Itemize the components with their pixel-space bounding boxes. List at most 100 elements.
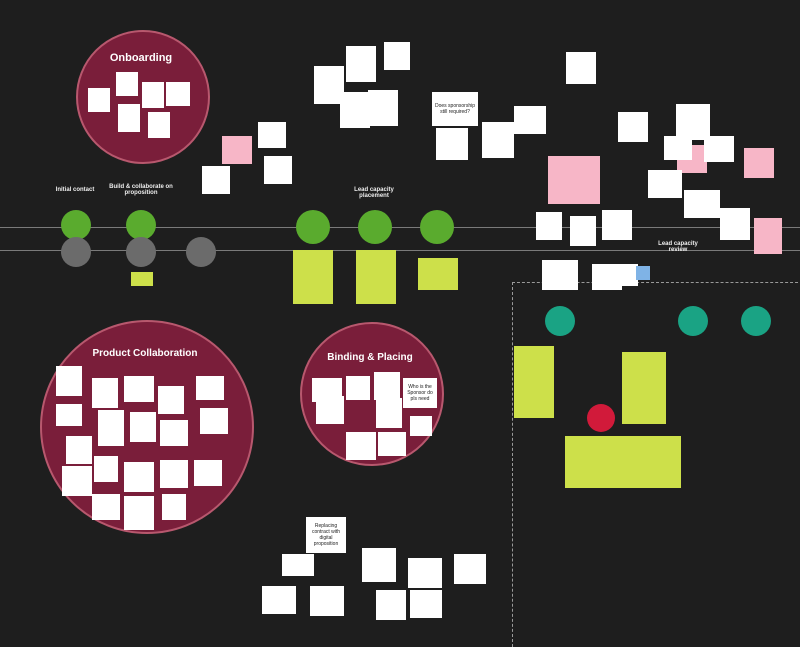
sticky-note — [131, 272, 153, 286]
timeline-node — [126, 237, 156, 267]
sticky-note — [376, 398, 402, 428]
sticky-note — [162, 494, 186, 520]
sticky-note — [362, 548, 396, 582]
timeline-node — [296, 210, 330, 244]
sticky-note — [570, 216, 596, 246]
sticky-note — [92, 494, 120, 520]
sticky-note — [124, 376, 154, 402]
sticky-note — [202, 166, 230, 194]
sticky-note — [148, 112, 170, 138]
onboarding-title: Onboarding — [109, 52, 173, 64]
sticky-note — [514, 346, 554, 418]
sticky-note — [744, 148, 774, 178]
sticky-note — [88, 88, 110, 112]
sticky-note — [340, 92, 370, 128]
sticky-note — [648, 170, 682, 198]
sticky-note — [684, 190, 720, 218]
sticky-note — [222, 136, 252, 164]
sticky-note — [602, 210, 632, 240]
sticky-note — [194, 460, 222, 486]
sticky-note — [436, 128, 468, 160]
sticky-note — [566, 52, 596, 84]
sticky-note — [116, 72, 138, 96]
sticky-note — [514, 106, 546, 134]
sticky-note — [376, 590, 406, 620]
timeline-line-bottom — [0, 250, 800, 251]
sticky-note — [258, 122, 286, 148]
sticky-note — [636, 266, 650, 280]
sticky-note — [316, 396, 344, 424]
sticky-note — [374, 372, 400, 400]
sticky-note — [410, 416, 432, 436]
timeline-node — [186, 237, 216, 267]
sticky-note — [62, 466, 92, 496]
review-area-border — [512, 282, 800, 647]
timeline-node — [61, 210, 91, 240]
timeline-node — [420, 210, 454, 244]
big-note: Replacing contract with digital proposit… — [306, 517, 346, 553]
sticky-note — [94, 456, 118, 482]
sticky-note — [98, 410, 124, 446]
product-collaboration-title: Product Collaboration — [92, 348, 198, 359]
sticky-note — [664, 136, 692, 160]
sticky-note — [418, 258, 458, 290]
sticky-note — [454, 554, 486, 584]
sticky-note — [196, 376, 224, 400]
sticky-note — [704, 136, 734, 162]
sticky-note — [618, 112, 648, 142]
stage-lead-capacity-placement: Lead capacity placement — [354, 187, 394, 199]
sticky-note — [200, 408, 228, 434]
sticky-note — [346, 432, 376, 460]
sticky-note — [368, 90, 398, 126]
sticky-note — [616, 264, 638, 286]
sticky-note — [754, 218, 782, 254]
stage-build-collaborate: Build & collaborate on proposition — [109, 184, 173, 196]
timeline-node — [741, 306, 771, 336]
sticky-note — [166, 82, 190, 106]
sticky-note — [264, 156, 292, 184]
sticky-note — [56, 404, 82, 426]
sticky-note — [310, 586, 344, 616]
sticky-note — [408, 558, 442, 588]
sticky-note — [548, 156, 600, 204]
sticky-note — [314, 66, 344, 104]
binding-placing-title: Binding & Placing — [327, 352, 413, 363]
sticky-note — [410, 590, 442, 618]
sticky-note — [142, 82, 164, 108]
sticky-note — [66, 436, 92, 464]
sticky-note — [56, 366, 82, 396]
sticky-note — [160, 420, 188, 446]
sticky-note — [124, 496, 154, 530]
sticky-note — [676, 104, 710, 140]
big-note: Who is the Sponsor do pls need — [403, 378, 437, 408]
timeline-node — [126, 210, 156, 240]
timeline-node — [678, 306, 708, 336]
timeline-node — [545, 306, 575, 336]
big-note: Does sponsorship still required? — [432, 92, 478, 126]
sticky-note — [346, 46, 376, 82]
sticky-note — [378, 432, 406, 456]
sticky-note — [542, 260, 578, 290]
sticky-note — [565, 436, 681, 488]
sticky-note — [293, 250, 333, 304]
timeline-line-top — [0, 227, 800, 228]
sticky-note — [282, 554, 314, 576]
timeline-node — [587, 404, 615, 432]
stage-initial-contact: Initial contact — [55, 187, 95, 193]
sticky-note — [720, 208, 750, 240]
sticky-note — [262, 586, 296, 614]
sticky-note — [118, 104, 140, 132]
sticky-note — [346, 376, 370, 400]
sticky-note — [92, 378, 118, 408]
timeline-node — [358, 210, 392, 244]
sticky-note — [536, 212, 562, 240]
timeline-node — [61, 237, 91, 267]
sticky-note — [384, 42, 410, 70]
sticky-note — [124, 462, 154, 492]
stage-lead-capacity-review: Lead capacity review — [658, 241, 698, 253]
sticky-note — [158, 386, 184, 414]
sticky-note — [356, 250, 396, 304]
sticky-note — [130, 412, 156, 442]
sticky-note — [160, 460, 188, 488]
